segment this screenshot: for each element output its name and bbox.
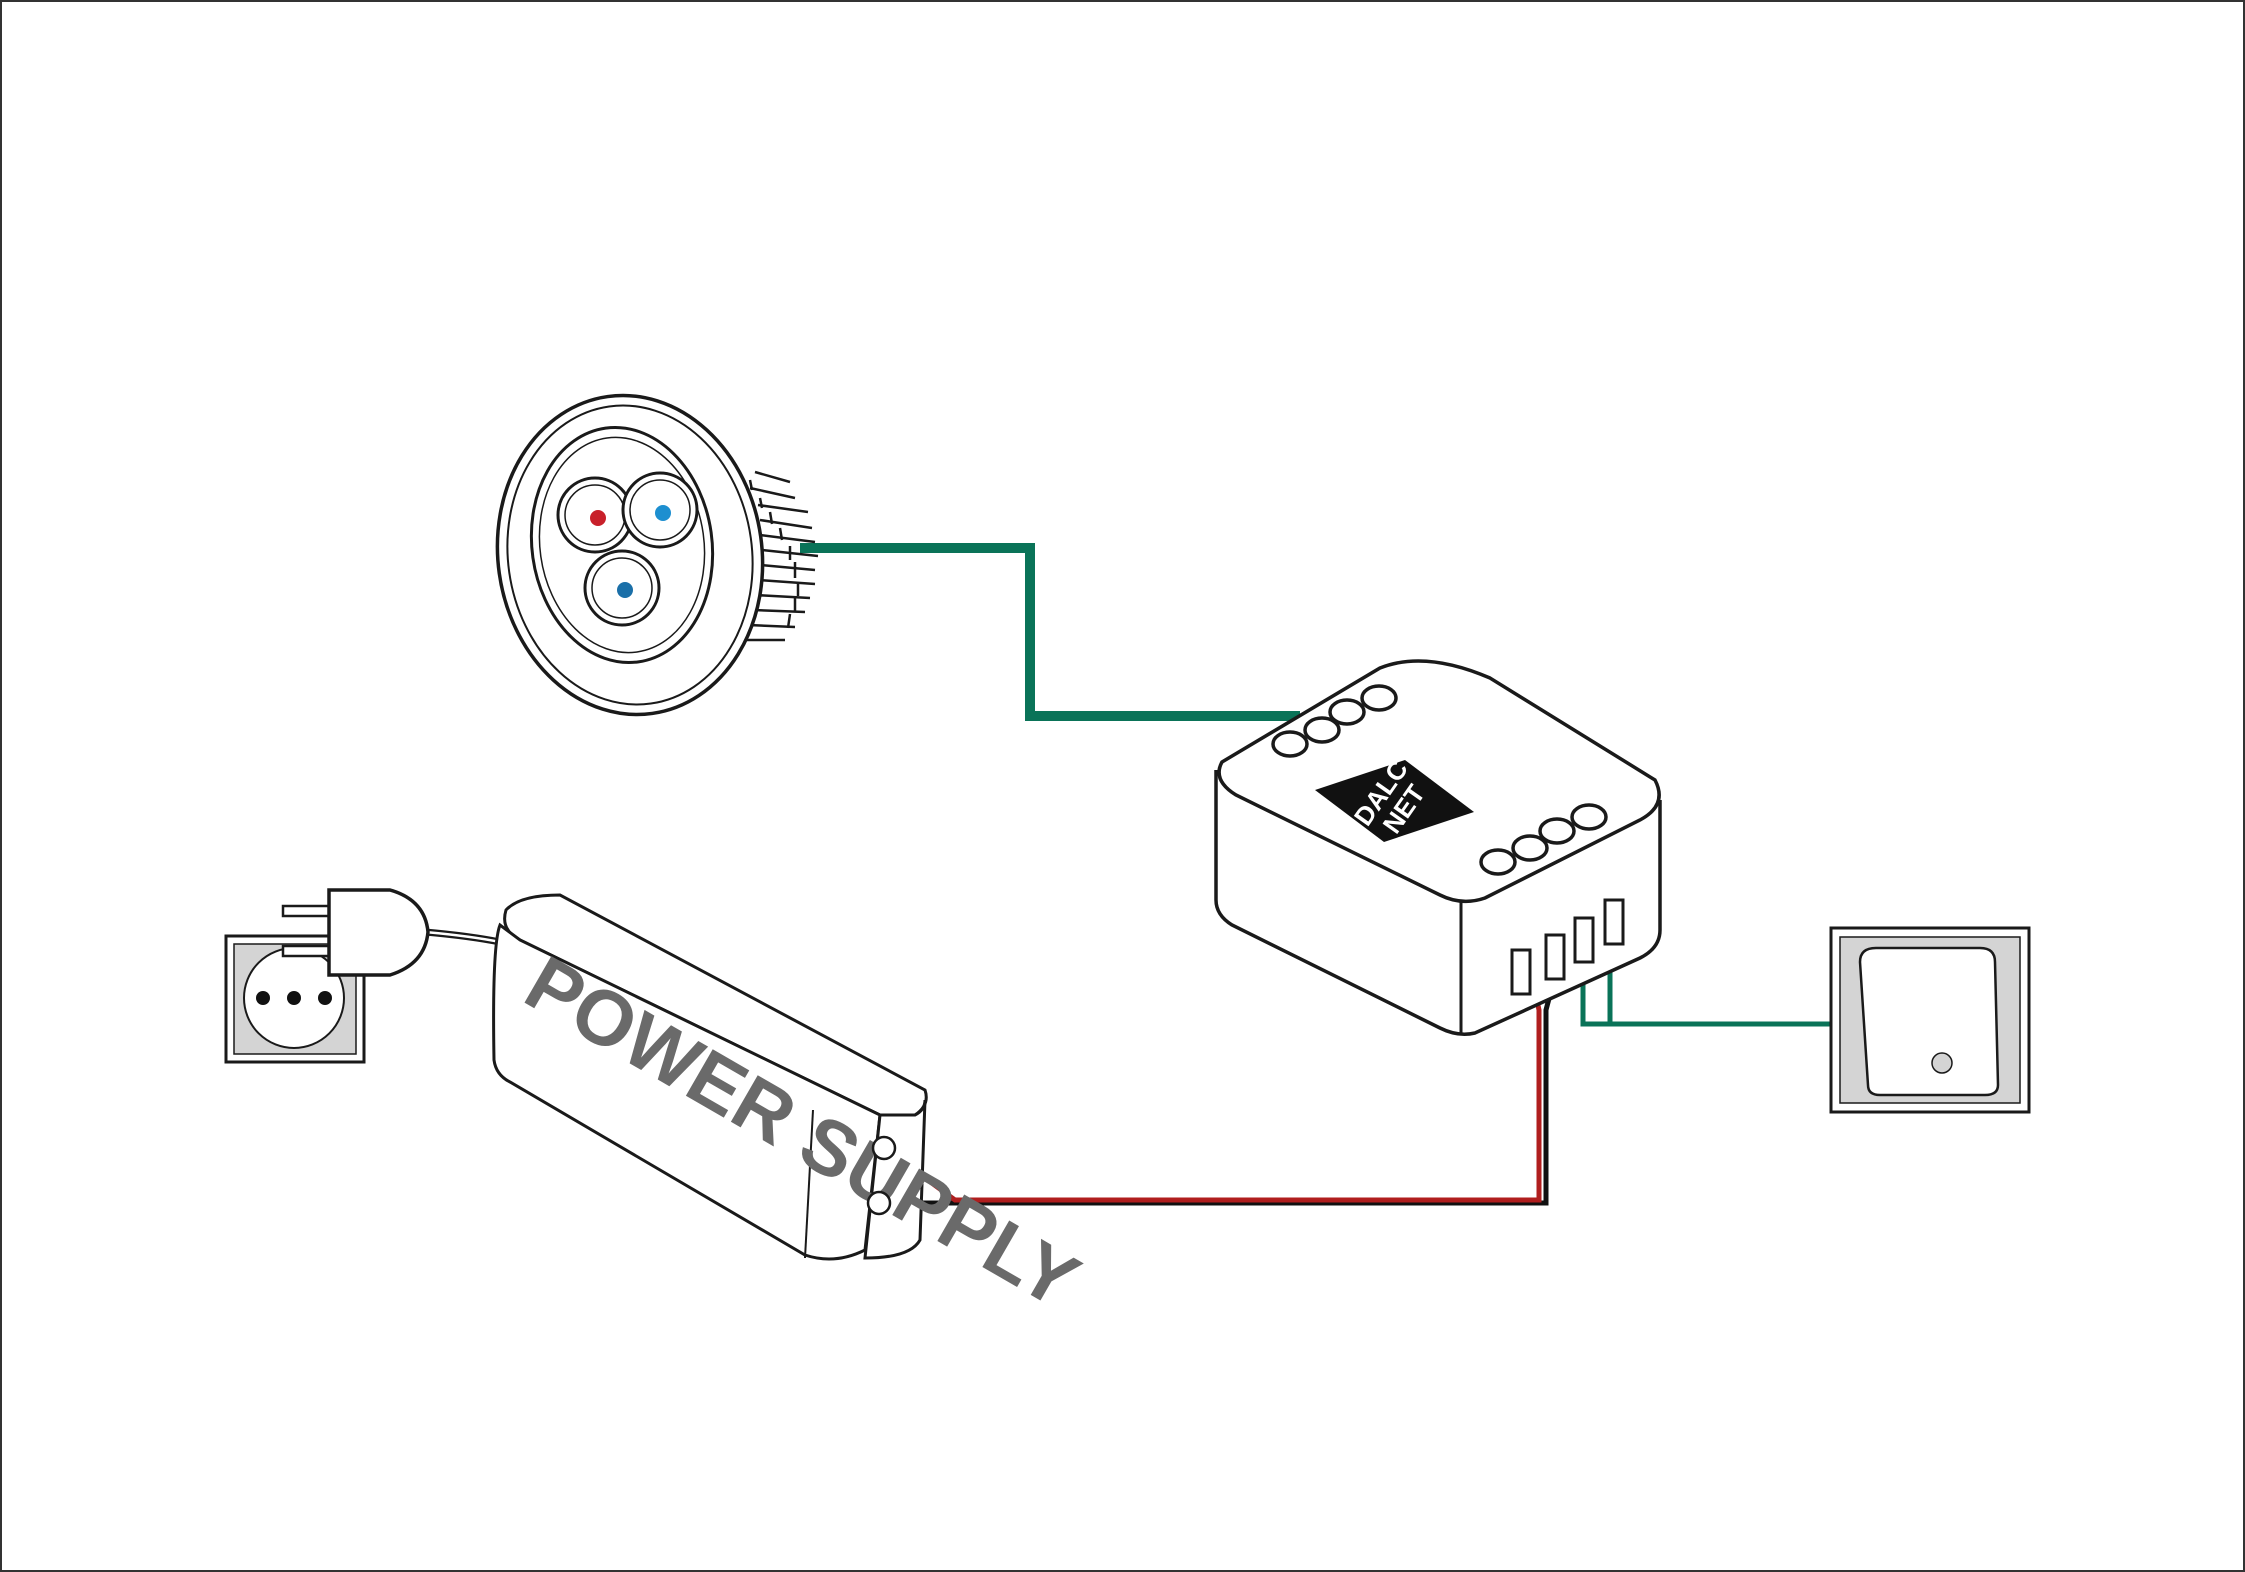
- led-downlight-icon: [495, 393, 819, 717]
- led-red-icon: [590, 510, 606, 526]
- signal-wire-light: [800, 543, 1300, 721]
- psu-terminal-negative: [866, 1190, 892, 1216]
- psu-terminal-positive: [871, 1135, 897, 1161]
- terminal-block: [1510, 898, 1625, 996]
- led-blue-icon: [655, 505, 671, 521]
- controller-icon: DALC NET: [1214, 659, 1662, 1036]
- push-button-icon: [1829, 926, 2031, 1114]
- led-blue-dark-icon: [617, 582, 633, 598]
- button-indicator-icon: [1931, 1052, 1953, 1074]
